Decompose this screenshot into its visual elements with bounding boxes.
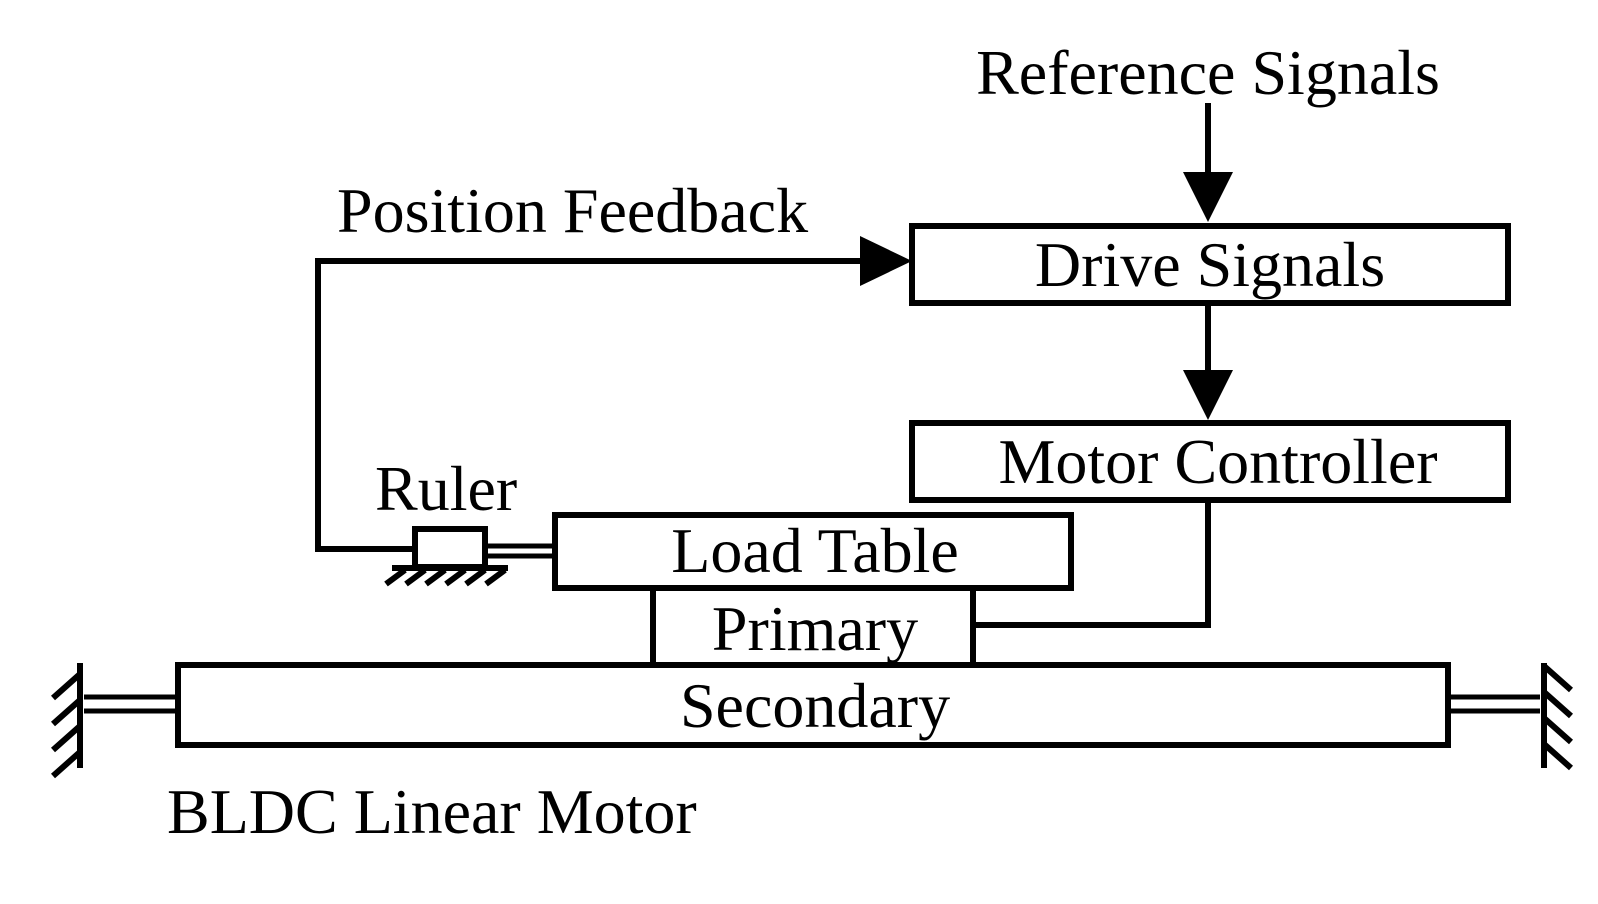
drive-signals-label: Drive Signals <box>1035 229 1385 300</box>
drive-to-controller-arrowhead <box>1183 370 1233 420</box>
reference-signal-arrowhead <box>1183 172 1233 222</box>
secondary-label: Secondary <box>680 670 950 741</box>
right-wall-mount <box>1448 663 1573 771</box>
ruler-ground-hatch <box>384 565 508 587</box>
load-table-box <box>552 512 1074 591</box>
ruler-label: Ruler <box>375 453 517 524</box>
position-feedback-line <box>315 258 873 552</box>
position-feedback-label: Position Feedback <box>337 175 808 246</box>
reference-signals-label: Reference Signals <box>976 37 1440 108</box>
ruler-sensor <box>412 526 488 570</box>
controller-to-primary-line <box>970 497 1211 628</box>
load-table-label: Load Table <box>671 515 959 586</box>
motor-controller-box <box>909 420 1511 503</box>
position-feedback-arrowhead <box>860 236 912 286</box>
motor-controller-label: Motor Controller <box>998 426 1437 497</box>
bldc-linear-motor-label: BLDC Linear Motor <box>167 776 697 847</box>
secondary-box <box>175 662 1451 748</box>
primary-label: Primary <box>712 593 918 664</box>
left-wall-mount <box>51 663 178 779</box>
